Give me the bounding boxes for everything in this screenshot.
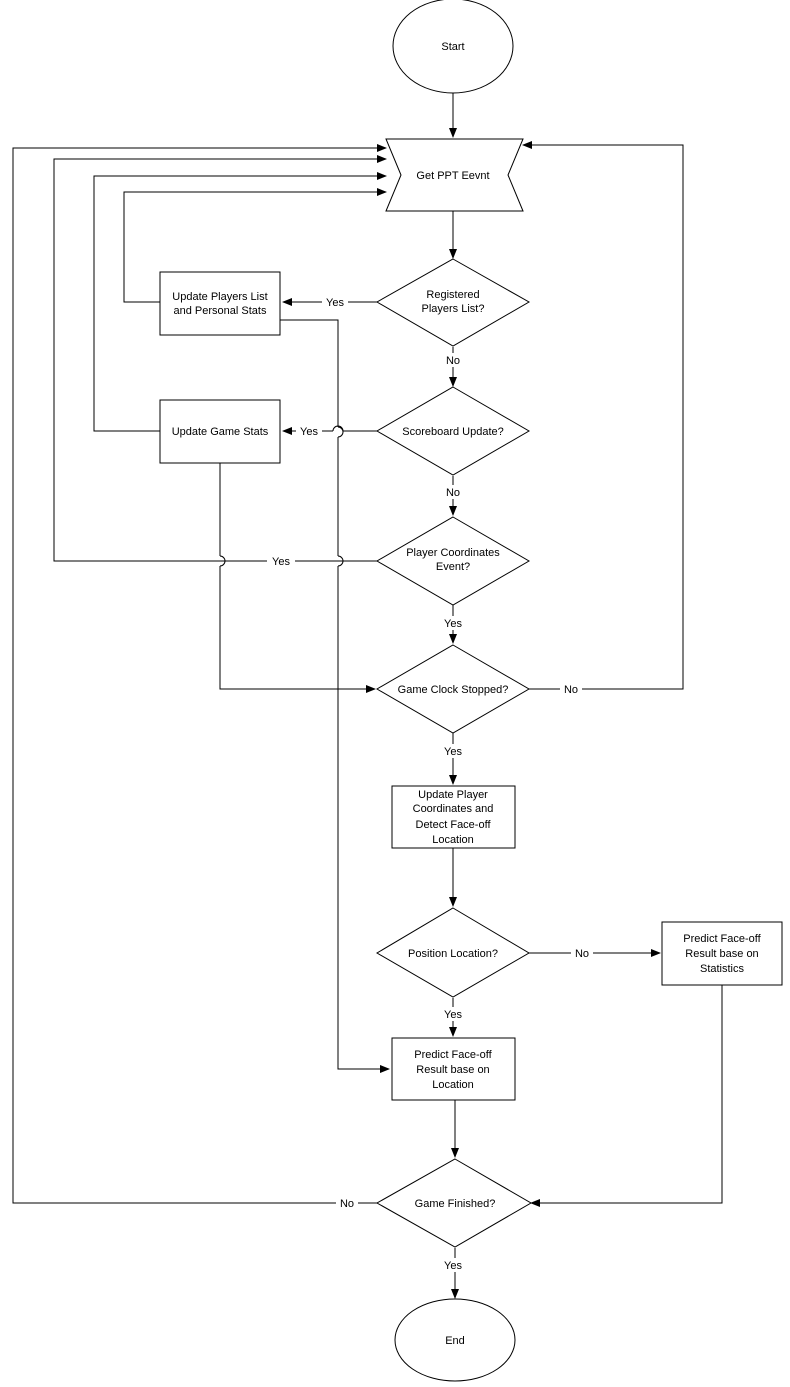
label-registered-yes: Yes xyxy=(326,297,344,309)
label-coords-yes-left: Yes xyxy=(272,556,290,568)
label-registered-no: No xyxy=(446,355,460,367)
node-predict-location: Predict Face-off Result base on Location xyxy=(391,1037,516,1101)
node-finished-label: Game Finished? xyxy=(415,1198,496,1210)
node-update-game-stats: Update Game Stats xyxy=(159,399,281,464)
edge-update-game-stats-loop xyxy=(93,172,387,432)
node-update-players-label-1: Update Players List xyxy=(172,291,267,303)
label-clock-yes: Yes xyxy=(444,746,462,758)
node-update-game-stats-label: Update Game Stats xyxy=(172,426,269,438)
node-finished-decision: Game Finished? xyxy=(375,1158,532,1248)
node-clock-decision: Game Clock Stopped? xyxy=(376,644,530,734)
node-update-coords-label-2: Coordinates and xyxy=(413,803,494,815)
node-coords-decision: Player Coordinates Event? xyxy=(376,516,530,606)
node-registered-label-2: Players List? xyxy=(422,303,485,315)
node-position-label: Position Location? xyxy=(408,948,498,960)
label-clock-no: No xyxy=(564,684,578,696)
node-scoreboard-decision: Scoreboard Update? xyxy=(376,386,530,476)
node-predict-location-label-1: Predict Face-off xyxy=(414,1049,492,1061)
node-start: Start xyxy=(392,0,514,94)
node-registered-decision: Registered Players List? xyxy=(375,258,531,347)
label-finished-yes: Yes xyxy=(444,1260,462,1272)
node-start-label: Start xyxy=(441,41,464,53)
edge-clock-no-loop xyxy=(522,141,684,690)
edge-seg-3 xyxy=(337,566,390,1073)
node-predict-statistics-label-1: Predict Face-off xyxy=(683,933,761,945)
node-update-players: Update Players List and Personal Stats xyxy=(159,271,281,336)
label-position-no: No xyxy=(575,948,589,960)
node-predict-statistics-label-3: Statistics xyxy=(700,963,745,975)
connectors xyxy=(12,93,723,1299)
edge-game-stats-down-b xyxy=(219,566,376,693)
node-clock-label: Game Clock Stopped? xyxy=(398,684,509,696)
label-finished-no: No xyxy=(340,1198,354,1210)
node-get-event-label: Get PPT Eevnt xyxy=(416,170,489,182)
node-update-players-label-2: and Personal Stats xyxy=(174,305,267,317)
edge-labels: Yes No Yes No Yes Yes No Yes No Yes No Y… xyxy=(267,295,593,1272)
edge-hop-1 xyxy=(337,426,344,438)
label-coords-yes-down: Yes xyxy=(444,618,462,630)
node-end: End xyxy=(394,1298,516,1382)
edge-scoreboard-yes-hop xyxy=(332,425,344,432)
node-update-coords-label-1: Update Player xyxy=(418,789,488,801)
node-update-coords-label-3: Detect Face-off xyxy=(416,819,492,831)
node-predict-statistics: Predict Face-off Result base on Statisti… xyxy=(661,921,783,986)
node-predict-location-label-3: Location xyxy=(432,1079,474,1091)
node-update-coords-label-4: Location xyxy=(432,834,474,846)
node-scoreboard-label: Scoreboard Update? xyxy=(402,426,504,438)
node-predict-location-label-2: Result base on xyxy=(416,1064,489,1076)
node-update-coords: Update Player Coordinates and Detect Fac… xyxy=(391,785,516,849)
node-predict-statistics-label-2: Result base on xyxy=(685,948,758,960)
node-end-label: End xyxy=(445,1335,465,1347)
node-coords-label-2: Event? xyxy=(436,561,470,573)
label-scoreboard-yes: Yes xyxy=(300,426,318,438)
node-coords-label-1: Player Coordinates xyxy=(406,547,500,559)
label-position-yes: Yes xyxy=(444,1009,462,1021)
node-get-event: Get PPT Eevnt xyxy=(385,138,524,212)
edge-update-players-to-predict-location xyxy=(280,319,339,427)
edge-update-players-loop xyxy=(123,188,387,303)
edge-finished-no-loop xyxy=(12,144,387,1204)
edge-coords-yes-loop xyxy=(53,155,387,562)
label-scoreboard-no: No xyxy=(446,487,460,499)
edge-predict-stats-to-finished xyxy=(530,985,723,1207)
node-position-decision: Position Location? xyxy=(376,907,530,998)
node-registered-label-1: Registered xyxy=(426,289,479,301)
